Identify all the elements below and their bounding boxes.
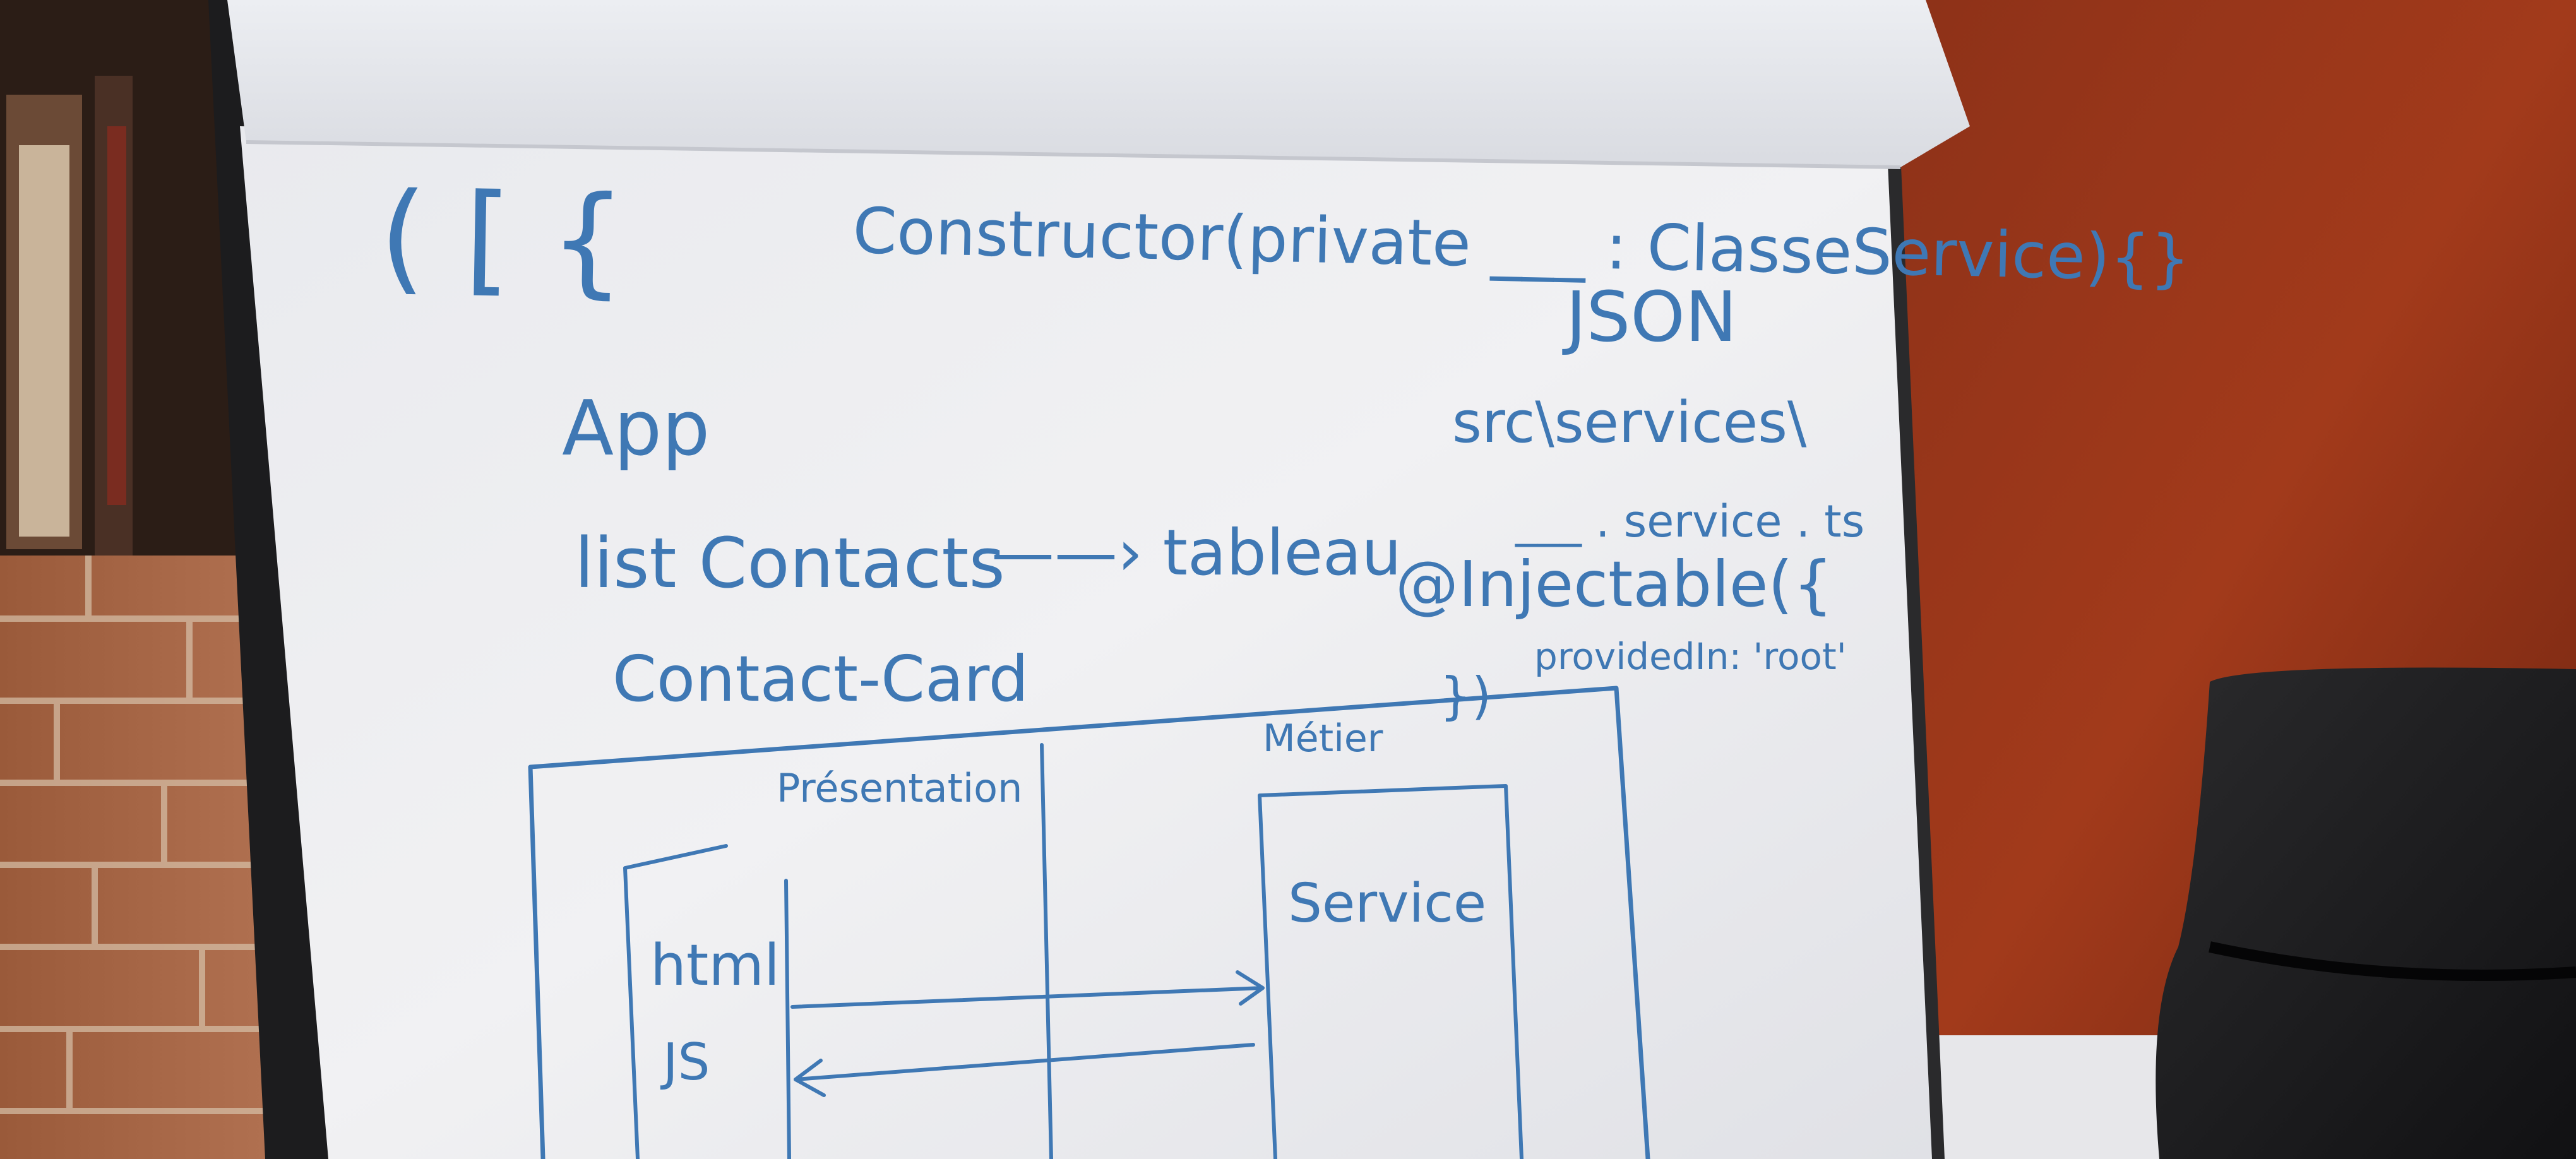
diagram-outer-box: [528, 686, 1650, 1159]
html-label: html: [650, 932, 780, 999]
request-arrow: [790, 970, 1265, 1009]
src-path-text: src\services\: [1452, 389, 1807, 456]
contact-card-text: Contact-Card: [612, 642, 1029, 716]
window-light: [19, 145, 69, 537]
easel-frame-left: [208, 0, 328, 1159]
json-text: JSON: [1562, 276, 1737, 357]
layer-divider: [1040, 743, 1053, 1159]
chair-seam: [2209, 941, 2576, 981]
service-label: Service: [1288, 872, 1486, 935]
top-sheet-curl: [246, 140, 1901, 169]
flipped-top-sheet: [227, 0, 1970, 167]
brackets-text: ( [ {: [378, 167, 627, 311]
service-box: [1258, 784, 1524, 1159]
brick-mortar: [0, 556, 265, 1114]
response-arrow: [794, 1043, 1255, 1097]
arrow-tableau-text: ——› tableau: [991, 516, 1402, 590]
app-text: App: [562, 385, 710, 473]
service-file-text: ___ . service . ts: [1515, 496, 1864, 547]
presentation-label: Présentation: [777, 765, 1022, 811]
list-contacts-text: list Contacts: [575, 523, 1005, 603]
js-label: JS: [660, 1033, 710, 1091]
window-red-panel: [107, 126, 126, 505]
architecture-diagram: Présentation Métier html JS Service: [528, 686, 1650, 1159]
provided-in-text: providedIn: 'root': [1534, 635, 1847, 678]
metier-label: Métier: [1263, 716, 1383, 761]
brick-wall: [0, 556, 265, 1159]
handwriting: ( [ { Constructor(private ___ : ClasseSe…: [378, 167, 2191, 725]
html-js-box: [623, 844, 791, 1159]
office-chair: [2156, 667, 2576, 1159]
injectable-text: @Injectable({: [1395, 547, 1833, 621]
